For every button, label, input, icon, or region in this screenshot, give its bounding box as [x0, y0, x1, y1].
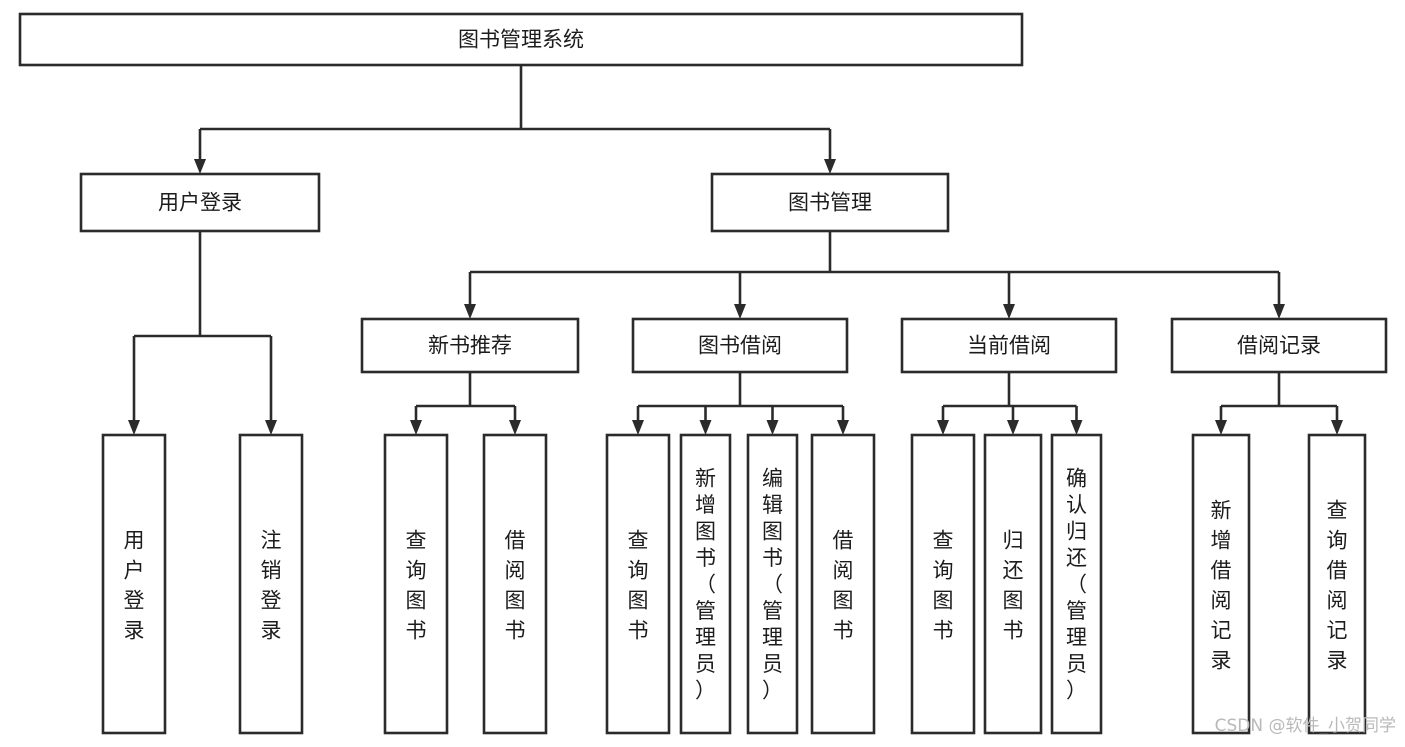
node-layer: 图书管理系统用户登录图书管理新书推荐图书借阅当前借阅借阅记录用户登录注销登录查询… — [18, 12, 1388, 735]
node-box — [482, 433, 548, 735]
node-label: 注销登录 — [261, 528, 282, 642]
node-label: 借阅记录 — [1237, 334, 1321, 358]
node-leaf-borrow-book[interactable]: 借阅图书 — [810, 433, 876, 735]
node-new-book-rec[interactable]: 新书推荐 — [360, 317, 580, 374]
arrowhead-icon — [1007, 420, 1019, 435]
arrowhead-icon — [734, 304, 746, 319]
node-label: 图书管理 — [788, 191, 872, 215]
node-label: 用户登录 — [158, 191, 242, 215]
arrowhead-icon — [1215, 420, 1227, 435]
connector-group-borrow-record — [1215, 372, 1343, 435]
node-leaf-return-book[interactable]: 归还图书 — [983, 433, 1043, 735]
node-box — [1170, 317, 1388, 374]
arrowhead-icon — [937, 420, 949, 435]
node-box — [631, 317, 849, 374]
node-label: 用户登录 — [124, 528, 145, 642]
arrowhead-icon — [1331, 420, 1343, 435]
node-label: 新增图书（管理员） — [695, 466, 716, 702]
node-label: 图书管理系统 — [458, 28, 584, 52]
node-book-borrow[interactable]: 图书借阅 — [631, 317, 849, 374]
arrowhead-icon — [1070, 420, 1083, 435]
node-box — [810, 433, 876, 735]
node-label: 查询借阅记录 — [1327, 498, 1348, 672]
arrowhead-icon — [1273, 304, 1285, 319]
node-box — [79, 172, 321, 233]
node-box — [746, 433, 799, 735]
node-leaf-edit-book[interactable]: 编辑图书（管理员） — [746, 433, 799, 735]
arrowhead-icon — [824, 159, 836, 174]
node-leaf-query-record[interactable]: 查询借阅记录 — [1307, 433, 1367, 735]
arrowhead-icon — [410, 420, 422, 435]
node-box — [910, 433, 976, 735]
node-root[interactable]: 图书管理系统 — [18, 12, 1024, 67]
arrowhead-icon — [128, 420, 140, 435]
node-label: 归还图书 — [1003, 528, 1024, 642]
arrowhead-icon — [766, 420, 779, 435]
node-box — [18, 12, 1024, 67]
node-leaf-user-login[interactable]: 用户登录 — [101, 433, 167, 735]
arrowhead-icon — [699, 420, 712, 435]
node-label: 借阅图书 — [505, 528, 526, 642]
arrowhead-icon — [837, 420, 849, 435]
node-label: 图书借阅 — [698, 334, 782, 358]
node-box — [710, 172, 950, 233]
node-leaf-query-book-borrow[interactable]: 查询图书 — [605, 433, 671, 735]
node-label: 当前借阅 — [967, 334, 1051, 358]
connector-group-user-login — [128, 231, 277, 435]
node-user-login[interactable]: 用户登录 — [79, 172, 321, 233]
node-label: 确认归还（管理员） — [1066, 466, 1087, 702]
node-box — [101, 433, 167, 735]
node-leaf-add-record[interactable]: 新增借阅记录 — [1191, 433, 1251, 735]
node-label: 借阅图书 — [833, 528, 854, 642]
node-borrow-record[interactable]: 借阅记录 — [1170, 317, 1388, 374]
node-box — [900, 317, 1118, 374]
node-label: 编辑图书（管理员） — [762, 466, 783, 702]
node-box — [360, 317, 580, 374]
node-box — [238, 433, 304, 735]
watermark-label: CSDN @软件_小贺同学 — [1215, 716, 1396, 736]
node-box — [1191, 433, 1251, 735]
arrowhead-icon — [464, 304, 476, 319]
connector-group-current-borrow — [937, 372, 1083, 435]
node-label: 新增借阅记录 — [1211, 498, 1232, 672]
arrowhead-icon — [1003, 304, 1015, 319]
node-label: 查询图书 — [933, 528, 954, 642]
node-current-borrow[interactable]: 当前借阅 — [900, 317, 1118, 374]
node-box — [605, 433, 671, 735]
connector-group-new-book-rec — [410, 372, 521, 435]
node-leaf-add-book[interactable]: 新增图书（管理员） — [679, 433, 732, 735]
node-label: 新书推荐 — [428, 334, 512, 358]
node-label: 查询图书 — [628, 528, 649, 642]
node-leaf-query-book-rec[interactable]: 查询图书 — [383, 433, 449, 735]
arrowhead-icon — [632, 420, 644, 435]
connector-layer — [128, 65, 1343, 435]
connector-group-book-borrow — [632, 372, 849, 435]
arrowhead-icon — [265, 420, 277, 435]
node-label: 查询图书 — [406, 528, 427, 642]
node-box — [983, 433, 1043, 735]
node-book-manage[interactable]: 图书管理 — [710, 172, 950, 233]
connector-group-root — [194, 65, 836, 174]
node-box — [383, 433, 449, 735]
node-leaf-confirm-return[interactable]: 确认归还（管理员） — [1050, 433, 1103, 735]
node-leaf-logout[interactable]: 注销登录 — [238, 433, 304, 735]
node-leaf-query-book-current[interactable]: 查询图书 — [910, 433, 976, 735]
arrowhead-icon — [509, 420, 521, 435]
node-leaf-borrow-book-rec[interactable]: 借阅图书 — [482, 433, 548, 735]
node-box — [679, 433, 732, 735]
node-box — [1050, 433, 1103, 735]
arrowhead-icon — [194, 159, 206, 174]
connector-group-book-manage — [464, 231, 1285, 319]
node-box — [1307, 433, 1367, 735]
